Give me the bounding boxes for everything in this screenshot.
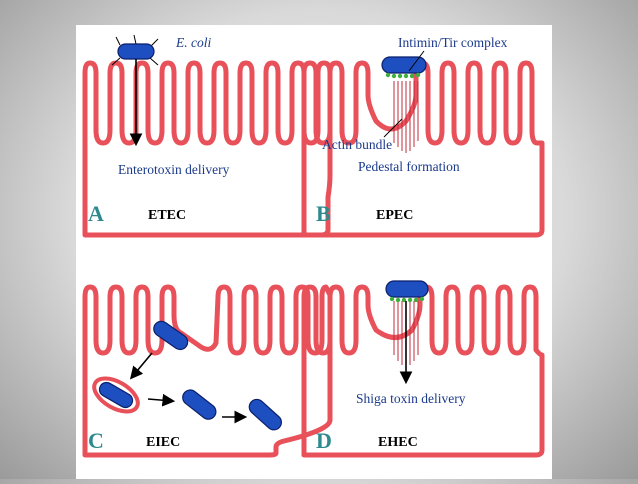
enterotoxin-delivery-label: Enterotoxin delivery <box>118 162 230 177</box>
panel-b-epithelium <box>301 60 545 238</box>
panel-b-letter: B <box>316 201 331 226</box>
e-coli-label: E. coli <box>175 35 211 50</box>
epec-bacterium <box>381 56 427 74</box>
panel-a: E. coli Enterotoxin delivery A ETEC <box>82 34 333 238</box>
panel-b-name: EPEC <box>376 208 413 223</box>
ecoli-pathotypes-diagram: E. coli Enterotoxin delivery A ETEC Inti… <box>82 34 545 458</box>
panel-a-letter: A <box>88 201 104 226</box>
e-coli-bacterium <box>111 34 159 66</box>
panel-c-name: EIEC <box>146 435 180 450</box>
eiec-arrow-2 <box>147 393 176 407</box>
panel-c: C EIEC <box>82 284 333 458</box>
panel-d-epithelium <box>301 284 545 458</box>
pedestal-formation-label: Pedestal formation <box>358 159 460 174</box>
actin-bundle <box>393 81 419 153</box>
panel-c-letter: C <box>88 428 104 453</box>
eiec-vacuole-bacterium <box>98 381 134 409</box>
ehec-actin-bundle <box>393 301 419 365</box>
panel-a-epithelium <box>82 60 333 238</box>
ehec-intimin-dots <box>389 296 425 303</box>
intimin-tir-label: Intimin/Tir complex <box>398 35 508 50</box>
slide: E. coli Enterotoxin delivery A ETEC Inti… <box>76 25 552 479</box>
panel-a-name: ETEC <box>148 208 186 223</box>
panel-d-letter: D <box>316 428 332 453</box>
intimin-tir-dots <box>385 72 421 79</box>
panel-d-name: EHEC <box>378 435 418 450</box>
panel-d: Shiga toxin delivery D EHEC <box>301 280 545 458</box>
eiec-spreading-bacterium <box>248 398 282 431</box>
eiec-arrow-1 <box>129 352 153 380</box>
actin-bundle-label: Actin bundle <box>322 137 392 152</box>
ehec-bacterium <box>385 280 429 298</box>
intimin-tir-pointer <box>408 50 425 72</box>
shiga-toxin-delivery-label: Shiga toxin delivery <box>356 391 466 406</box>
eiec-free-bacterium <box>182 389 217 420</box>
eiec-invading-bacterium <box>153 320 189 351</box>
actin-pointer <box>383 118 403 138</box>
panel-b: Intimin/Tir complex Actin bundle Pedesta… <box>301 35 545 238</box>
panel-c-epithelium <box>82 284 333 458</box>
